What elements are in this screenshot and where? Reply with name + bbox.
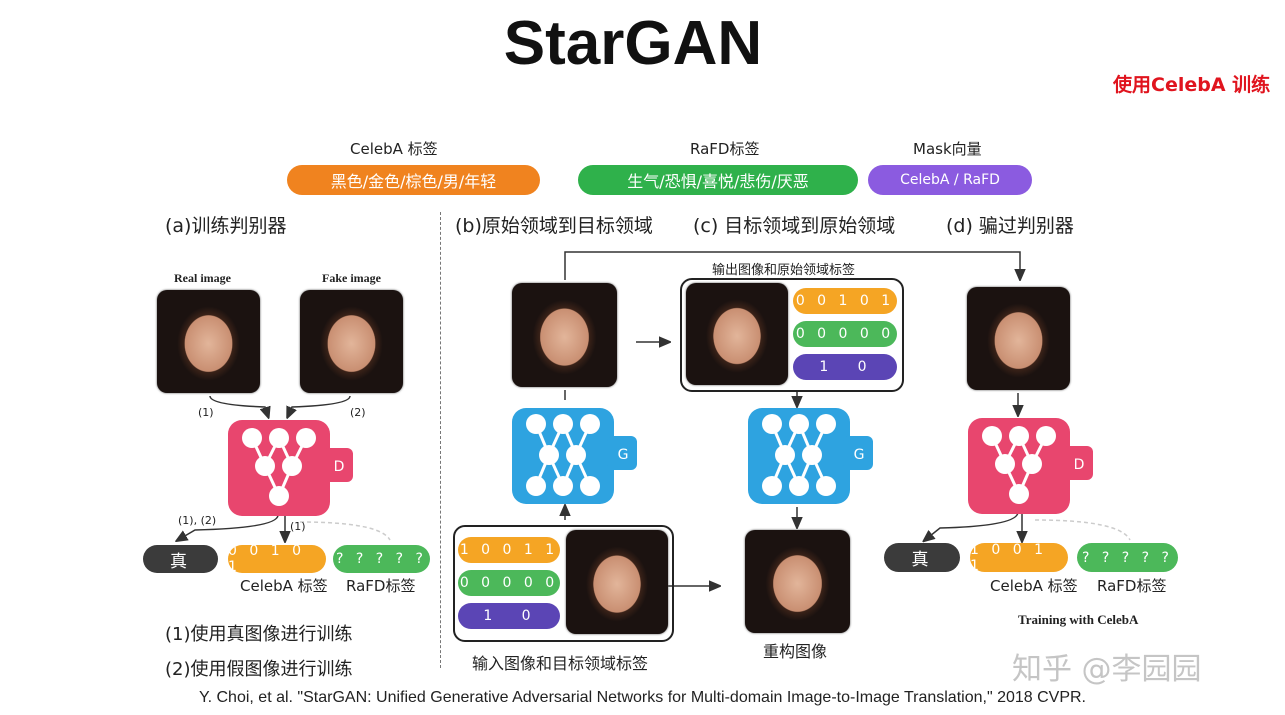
label-2: (2)	[350, 406, 366, 419]
celeba-label-d: CelebA 标签	[990, 577, 1078, 595]
section-b-title: (b)原始领域到目标领域	[455, 215, 653, 237]
red-note: 使用CelebA 训练	[1113, 74, 1271, 96]
fake-image-label: Fake image	[322, 271, 381, 285]
celeba-value-d: 1 0 0 1 1	[970, 542, 1068, 574]
output-label: 输出图像和原始领域标签	[712, 263, 856, 278]
real-face-image	[157, 290, 260, 393]
rafd-label-d: RaFD标签	[1097, 577, 1167, 595]
input-box	[453, 525, 674, 642]
discriminator-network-a: D	[228, 420, 358, 520]
svg-text:G: G	[854, 447, 865, 463]
in-rafd: 0 0 0 0 0	[458, 570, 560, 596]
svg-text:G: G	[618, 447, 629, 463]
rafd-pill: 生气/恐惧/喜悦/悲伤/厌恶	[578, 165, 858, 195]
note-real: (1)使用真图像进行训练	[165, 624, 353, 645]
discriminator-network-d: D	[968, 418, 1098, 518]
label-1: (1)	[198, 406, 214, 419]
fake-face-image	[300, 290, 403, 393]
rafd-header: RaFD标签	[690, 140, 760, 158]
real-pill-d: 真	[884, 543, 960, 572]
recon-label: 重构图像	[763, 642, 828, 661]
panel-d-caption: Training with CelebA	[1018, 612, 1139, 627]
out-rafd: 0 0 0 0 0	[793, 321, 897, 347]
celeba-pill: 黑色/金色/棕色/男/年轻	[287, 165, 540, 195]
real-pill-a: 真	[143, 545, 218, 573]
out-mask: 1 0	[793, 354, 897, 380]
real-image-label: Real image	[174, 271, 231, 285]
reconstructed-face	[745, 530, 850, 633]
celeba-header: CelebA 标签	[350, 140, 438, 158]
out-celeba: 0 0 1 0 1	[793, 288, 897, 314]
fake-face-d	[967, 287, 1070, 390]
section-c-title: (c) 目标领域到原始领域	[693, 215, 896, 237]
generator-network-1: G	[512, 408, 642, 508]
slide-title: StarGAN	[503, 9, 763, 78]
watermark: 知乎 @李园园	[1012, 652, 1202, 687]
output-box	[680, 278, 904, 392]
input-face-b	[512, 283, 617, 387]
rafd-value-d: ? ? ? ? ?	[1077, 543, 1178, 572]
input-label: 输入图像和目标领域标签	[472, 654, 649, 673]
citation: Y. Choi, et al. "StarGAN: Unified Genera…	[199, 689, 1086, 706]
note-fake: (2)使用假图像进行训练	[165, 659, 353, 680]
celeba-label-a: CelebA 标签	[240, 577, 328, 595]
svg-text:D: D	[334, 459, 345, 475]
generator-network-2: G	[748, 408, 878, 508]
section-d-title: (d) 骗过判别器	[946, 215, 1074, 237]
celeba-value-a: 0 0 1 0 1	[228, 543, 326, 575]
in-celeba: 1 0 0 1 1	[458, 537, 560, 563]
output-face	[686, 283, 788, 385]
svg-text:D: D	[1074, 457, 1085, 473]
mask-pill: CelebA / RaFD	[868, 165, 1032, 195]
section-a-title: (a)训练判别器	[165, 215, 287, 237]
rafd-value-a: ? ? ? ? ?	[333, 545, 430, 573]
label-1b: (1)	[290, 520, 306, 533]
input-face	[566, 530, 668, 634]
rafd-label-a: RaFD标签	[346, 577, 416, 595]
mask-header: Mask向量	[913, 140, 982, 158]
label-1-2: (1), (2)	[178, 514, 217, 527]
divider	[440, 212, 441, 668]
in-mask: 1 0	[458, 603, 560, 629]
